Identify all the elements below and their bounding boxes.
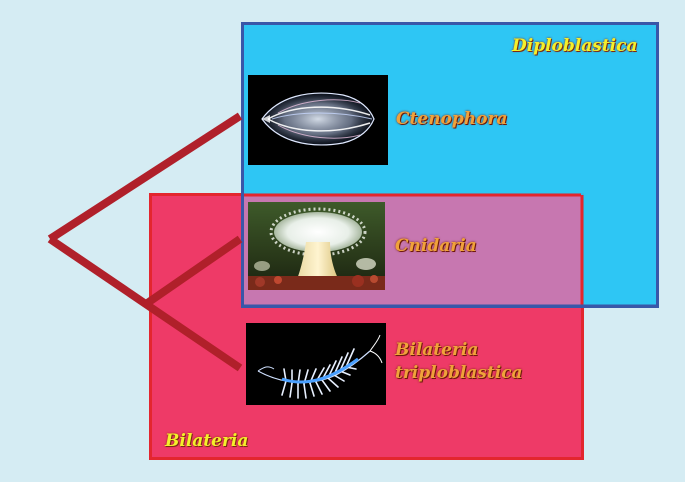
bilateria-taxon-label-line2: triploblastica [395,363,523,383]
ctenophora-label: Ctenophora [396,109,508,129]
bilateria-photo [246,323,386,405]
cnidaria-photo [248,202,385,290]
bilateria-taxon-label-line1: Bilateria [395,340,479,360]
branch-root-ctenophora [47,112,243,243]
diploblastica-label: Diploblastica [512,36,638,56]
branch-root-bilateria [47,235,243,372]
bilateria-clade-label: Bilateria [165,431,249,451]
cnidaria-label: Cnidaria [395,236,477,256]
ctenophora-photo [248,75,388,165]
branch-node-cnidaria [143,235,243,308]
